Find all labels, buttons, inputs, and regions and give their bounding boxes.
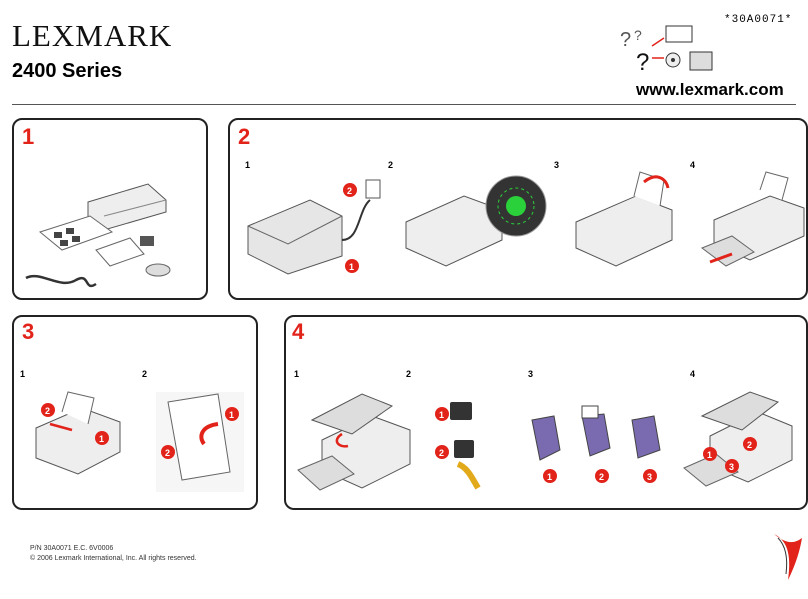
panel-4-illustrations: 1 2 1 2 3 1 3 2 [297,391,793,491]
panel-number: 4 [292,319,305,344]
step-number: 1 [245,160,251,170]
panel-number: 3 [22,319,35,344]
svg-text:3: 3 [729,462,734,472]
panel-3-illustrations: 2 1 1 2 [35,391,244,492]
step-number: 2 [388,160,394,170]
footer-part-number: P/N 30A0071 E.C. 6V0006 [30,545,114,552]
step-number: 4 [690,369,696,379]
step-number: 4 [690,160,696,170]
lexmark-emblem-icon [774,534,802,580]
series-title: 2400 Series [12,60,123,82]
step-number: 2 [142,369,148,379]
svg-text:1: 1 [547,472,552,482]
panel-2: 2 1 2 3 4 [228,118,808,300]
panel-number: 2 [238,124,251,149]
svg-text:?: ? [620,29,631,51]
svg-text:1: 1 [707,450,712,460]
step-number: 3 [528,369,534,379]
svg-text:1: 1 [229,410,234,420]
svg-text:?: ? [636,49,649,76]
panel-4: 4 1 2 3 4 [284,315,808,510]
svg-text:?: ? [634,27,642,43]
step-number: 1 [20,369,26,379]
footer-copyright: © 2006 Lexmark International, Inc. All r… [30,555,197,562]
panel-3: 3 1 2 [12,315,258,510]
svg-text:2: 2 [747,440,752,450]
panel-1: 1 [12,118,208,300]
box-contents-illustration [25,183,171,288]
help-question-icon: ? ? ? [620,25,713,76]
panel-2-illustrations: 2 1 [247,171,805,275]
svg-text:2: 2 [439,448,444,458]
header-divider [12,104,796,105]
step-number: 3 [554,160,560,170]
svg-text:1: 1 [439,410,444,420]
callout-2: 2 [347,186,352,196]
svg-text:3: 3 [647,472,652,482]
step-number: 1 [294,369,300,379]
svg-text:2: 2 [45,406,50,416]
step-number: 2 [406,369,412,379]
panel-number: 1 [22,124,35,149]
svg-text:2: 2 [599,472,604,482]
callout-1: 1 [349,262,354,272]
svg-text:1: 1 [99,434,104,444]
svg-text:2: 2 [165,448,170,458]
lexmark-logo: LEXMARK [12,18,173,53]
part-code: *30A0071* [724,14,793,26]
website-url: www.lexmark.com [636,80,784,99]
